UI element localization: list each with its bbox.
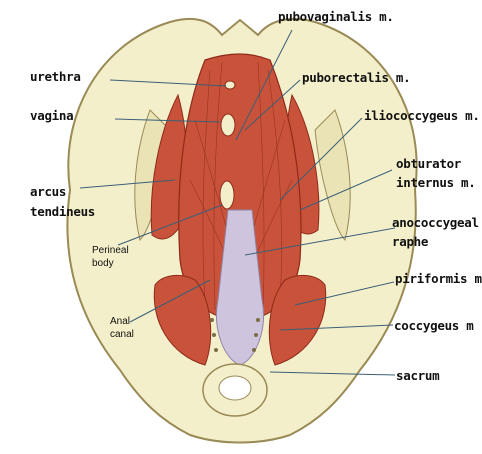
- anal-opening: [220, 181, 234, 209]
- vagina-opening: [221, 114, 235, 136]
- label-piriformis: piriformis m: [395, 271, 482, 286]
- label-vagina: vagina: [30, 108, 73, 123]
- label-perineal-line2: body: [92, 258, 114, 269]
- label-urethra: urethra: [30, 69, 81, 84]
- label-iliococcygeus: iliococcygeus m.: [364, 108, 480, 123]
- label-coccygeus: coccygeus m: [394, 318, 473, 333]
- label-anococcygeal-line2: raphe: [392, 234, 428, 249]
- label-anal-line2: canal: [110, 329, 134, 340]
- label-obturator-line1: obturator: [396, 156, 461, 171]
- label-obturator-line2: internus m.: [396, 175, 475, 190]
- label-puborectalis: puborectalis m.: [302, 70, 410, 85]
- sacral-canal: [219, 376, 251, 400]
- label-anal-line1: Anal: [110, 316, 130, 327]
- label-perineal-line1: Perineal: [92, 245, 129, 256]
- label-anococcygeal-line1: anococcygeal: [392, 215, 479, 230]
- label-pubovaginalis: pubovaginalis m.: [278, 9, 394, 24]
- urethra-opening: [225, 81, 235, 89]
- label-arcus: arcus: [30, 184, 66, 199]
- label-tendineus: tendineus: [30, 204, 95, 219]
- label-sacrum: sacrum: [396, 368, 439, 383]
